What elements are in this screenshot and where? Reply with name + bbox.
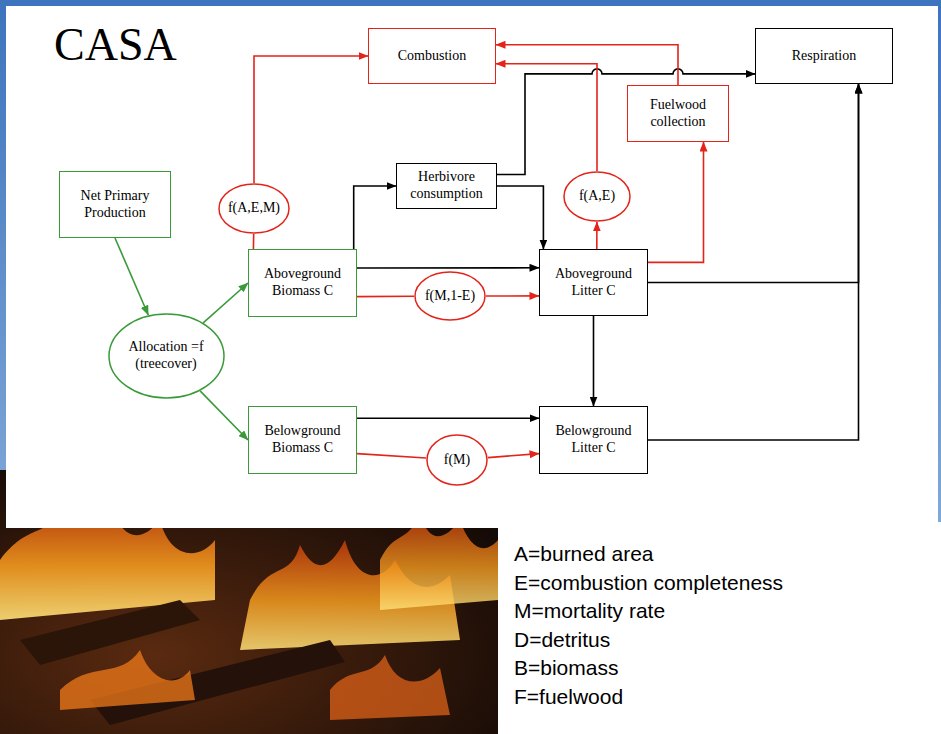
node-text: f(M,1-E) bbox=[425, 288, 475, 305]
connector-arrow bbox=[354, 186, 396, 249]
legend-definition: D=detritus bbox=[514, 627, 610, 652]
process-box: Herbivore consumption bbox=[396, 163, 497, 209]
node-text: Allocation =f (treecover) bbox=[116, 339, 216, 373]
process-box: Fuelwood collection bbox=[627, 85, 729, 142]
function-ellipse: f(M,1-E) bbox=[414, 271, 486, 321]
node-text: Herbivore consumption bbox=[401, 169, 492, 203]
connector-arrow bbox=[357, 454, 426, 458]
process-box: Aboveground Biomass C bbox=[248, 249, 357, 317]
function-ellipse: Allocation =f (treecover) bbox=[108, 313, 225, 399]
flame bbox=[380, 515, 498, 610]
connector-arrow bbox=[253, 234, 255, 249]
connector-arrow bbox=[496, 64, 597, 171]
connector-arrow bbox=[486, 295, 539, 297]
connector-arrow bbox=[488, 454, 539, 458]
process-box: Belowground Biomass C bbox=[248, 406, 357, 474]
process-box: Aboveground Litter C bbox=[539, 249, 648, 316]
node-text: Net Primary Production bbox=[64, 188, 166, 222]
connector-arrow bbox=[254, 56, 368, 183]
node-text: f(M) bbox=[444, 452, 470, 469]
ellipse-shape bbox=[564, 172, 630, 221]
connector-arrow bbox=[357, 417, 539, 419]
node-text: f(A,E,M) bbox=[228, 200, 280, 217]
burning-log bbox=[20, 600, 200, 665]
connector-arrow bbox=[115, 238, 148, 315]
connector-arrow bbox=[593, 316, 595, 406]
node-text: Aboveground Litter C bbox=[544, 266, 643, 300]
node-text: Combustion bbox=[398, 48, 466, 65]
node-text: Belowground Litter C bbox=[544, 423, 643, 457]
function-ellipse: f(A,E,M) bbox=[218, 183, 290, 234]
connector-arrow bbox=[497, 69, 755, 175]
node-text: f(A,E) bbox=[579, 188, 615, 205]
connector-arrow bbox=[357, 295, 414, 297]
legend-definition: A=burned area bbox=[514, 541, 654, 566]
connector-arrow bbox=[496, 45, 678, 85]
process-box: Combustion bbox=[368, 28, 496, 84]
process-box: Belowground Litter C bbox=[539, 406, 648, 474]
connector-arrow bbox=[203, 283, 248, 323]
node-text: Fuelwood collection bbox=[632, 97, 724, 131]
connector-arrow bbox=[648, 142, 704, 262]
function-ellipse: f(M) bbox=[426, 434, 488, 486]
ellipse-shape bbox=[109, 314, 224, 398]
node-text: Respiration bbox=[792, 48, 857, 65]
flame bbox=[330, 655, 450, 720]
legend-definition: E=combustion completeness bbox=[514, 570, 783, 595]
connector-arrow bbox=[596, 222, 598, 249]
flame bbox=[60, 650, 195, 710]
function-ellipse: f(A,E) bbox=[563, 171, 631, 222]
node-text: Aboveground Biomass C bbox=[253, 266, 352, 300]
connector-arrow bbox=[357, 267, 539, 269]
legend-definition: M=mortality rate bbox=[514, 598, 665, 623]
connector-arrow bbox=[497, 186, 543, 249]
legend-definition: F=fuelwood bbox=[514, 684, 623, 709]
ellipse-shape bbox=[219, 184, 289, 233]
node-text: Belowground Biomass C bbox=[253, 423, 352, 457]
legend-panel bbox=[498, 522, 941, 734]
process-box: Respiration bbox=[755, 28, 893, 84]
ellipse-shape bbox=[415, 272, 485, 320]
diagram-title: CASA bbox=[54, 22, 177, 68]
diagram-panel bbox=[6, 6, 938, 528]
ellipse-shape bbox=[427, 435, 487, 485]
legend-definition: B=biomass bbox=[514, 655, 618, 680]
connector-arrow bbox=[200, 391, 248, 440]
process-box: Net Primary Production bbox=[59, 171, 171, 238]
